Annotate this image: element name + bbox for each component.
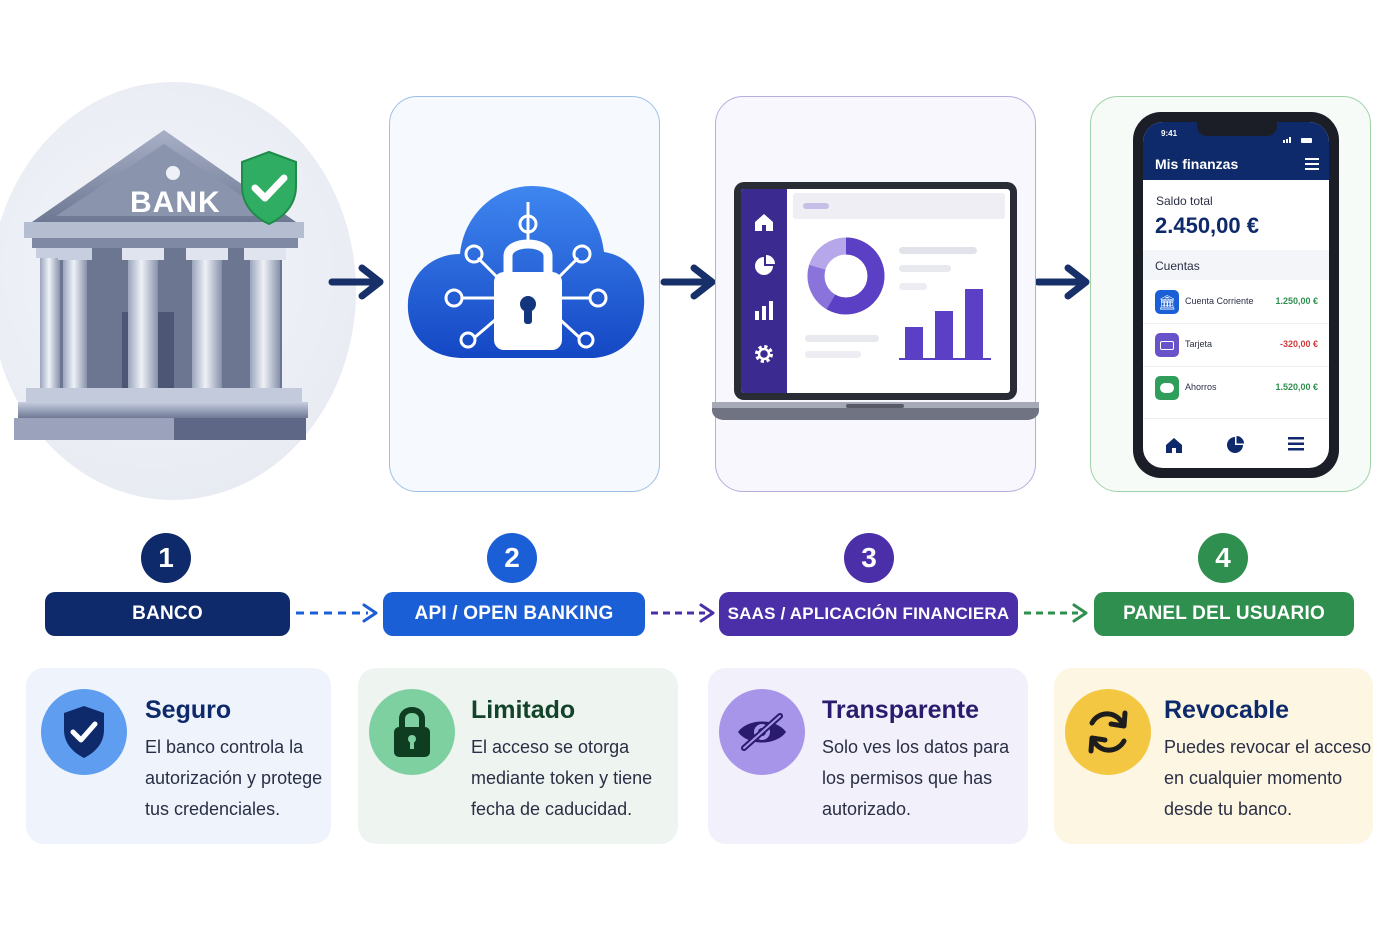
phone-title: Mis finanzas — [1155, 156, 1239, 172]
account-name: Ahorros — [1185, 382, 1217, 392]
lock-icon — [369, 689, 455, 775]
balance-label: Saldo total — [1156, 194, 1213, 208]
shield-check-icon — [241, 150, 297, 226]
step-label-api: API / OPEN BANKING — [383, 592, 645, 636]
gear-icon[interactable] — [753, 343, 775, 365]
dashed-arrow-icon — [1024, 603, 1088, 623]
step-number: 3 — [844, 533, 894, 583]
menu-icon[interactable] — [1288, 437, 1304, 451]
dashboard-line — [899, 265, 951, 272]
dashed-arrow-icon — [651, 603, 715, 623]
arrow-right-icon — [1034, 264, 1090, 300]
eye-slash-icon — [719, 689, 805, 775]
accounts-label: Cuentas — [1155, 259, 1200, 273]
card-title: Transparente — [822, 696, 980, 724]
phone-notch — [1197, 122, 1277, 136]
step-number: 2 — [487, 533, 537, 583]
account-amount: -320,00 € — [1279, 339, 1318, 349]
dashboard-line — [899, 283, 927, 290]
account-row[interactable]: Ahorros 1.520,00 € — [1143, 368, 1329, 410]
pie-chart-icon[interactable] — [1226, 436, 1244, 454]
home-icon[interactable] — [753, 211, 775, 233]
bar-chart-graphic — [899, 289, 991, 360]
card-title: Revocable — [1164, 696, 1290, 724]
phone-screen: 9:41 Mis finanzas Saldo total 2.450,00 €… — [1143, 122, 1329, 468]
dashboard-bar-accent — [803, 203, 829, 209]
step-number: 4 — [1198, 533, 1248, 583]
card-title: Seguro — [145, 696, 232, 724]
account-row[interactable]: Tarjeta -320,00 € — [1143, 325, 1329, 367]
balance-value: 2.450,00 € — [1155, 213, 1259, 238]
cloud-icon — [407, 186, 645, 358]
shield-check-icon — [41, 689, 127, 775]
phone-nav — [1143, 418, 1329, 468]
home-icon[interactable] — [1165, 436, 1183, 454]
dashboard-line — [805, 351, 861, 358]
account-name: Cuenta Corriente — [1185, 296, 1254, 306]
dashboard-line — [899, 247, 977, 254]
dashboard-line — [805, 335, 879, 342]
bar-chart-icon[interactable] — [753, 299, 775, 321]
account-row[interactable]: 🏛 Cuenta Corriente 1.250,00 € — [1143, 282, 1329, 324]
bank-building-icon — [14, 130, 308, 440]
donut-chart-icon — [807, 237, 885, 315]
bank-sign-text: BANK — [130, 186, 221, 219]
account-name: Tarjeta — [1185, 339, 1213, 349]
step-number: 1 — [141, 533, 191, 583]
step-label-panel: PANEL DEL USUARIO — [1094, 592, 1354, 636]
laptop-screen — [741, 189, 1010, 393]
menu-icon[interactable] — [1305, 158, 1319, 170]
account-amount: 1.520,00 € — [1275, 382, 1318, 392]
card-icon — [1155, 333, 1179, 357]
laptop-base — [712, 402, 1039, 420]
signal-icon — [1283, 130, 1313, 143]
piggy-bank-icon — [1155, 376, 1179, 400]
arrow-right-icon — [660, 264, 716, 300]
card-title: Limitado — [471, 696, 576, 724]
dashed-arrow-icon — [296, 603, 378, 623]
step-label-saas: SAAS / APLICACIÓN FINANCIERA — [719, 592, 1018, 636]
pie-chart-icon[interactable] — [753, 255, 775, 277]
divider — [1143, 250, 1329, 280]
refresh-icon — [1065, 689, 1151, 775]
step-label-banco: BANCO — [45, 592, 290, 636]
arrow-right-icon — [328, 264, 384, 300]
phone-time: 9:41 — [1161, 129, 1178, 138]
bank-icon: 🏛 — [1155, 290, 1179, 314]
account-amount: 1.250,00 € — [1275, 296, 1318, 306]
